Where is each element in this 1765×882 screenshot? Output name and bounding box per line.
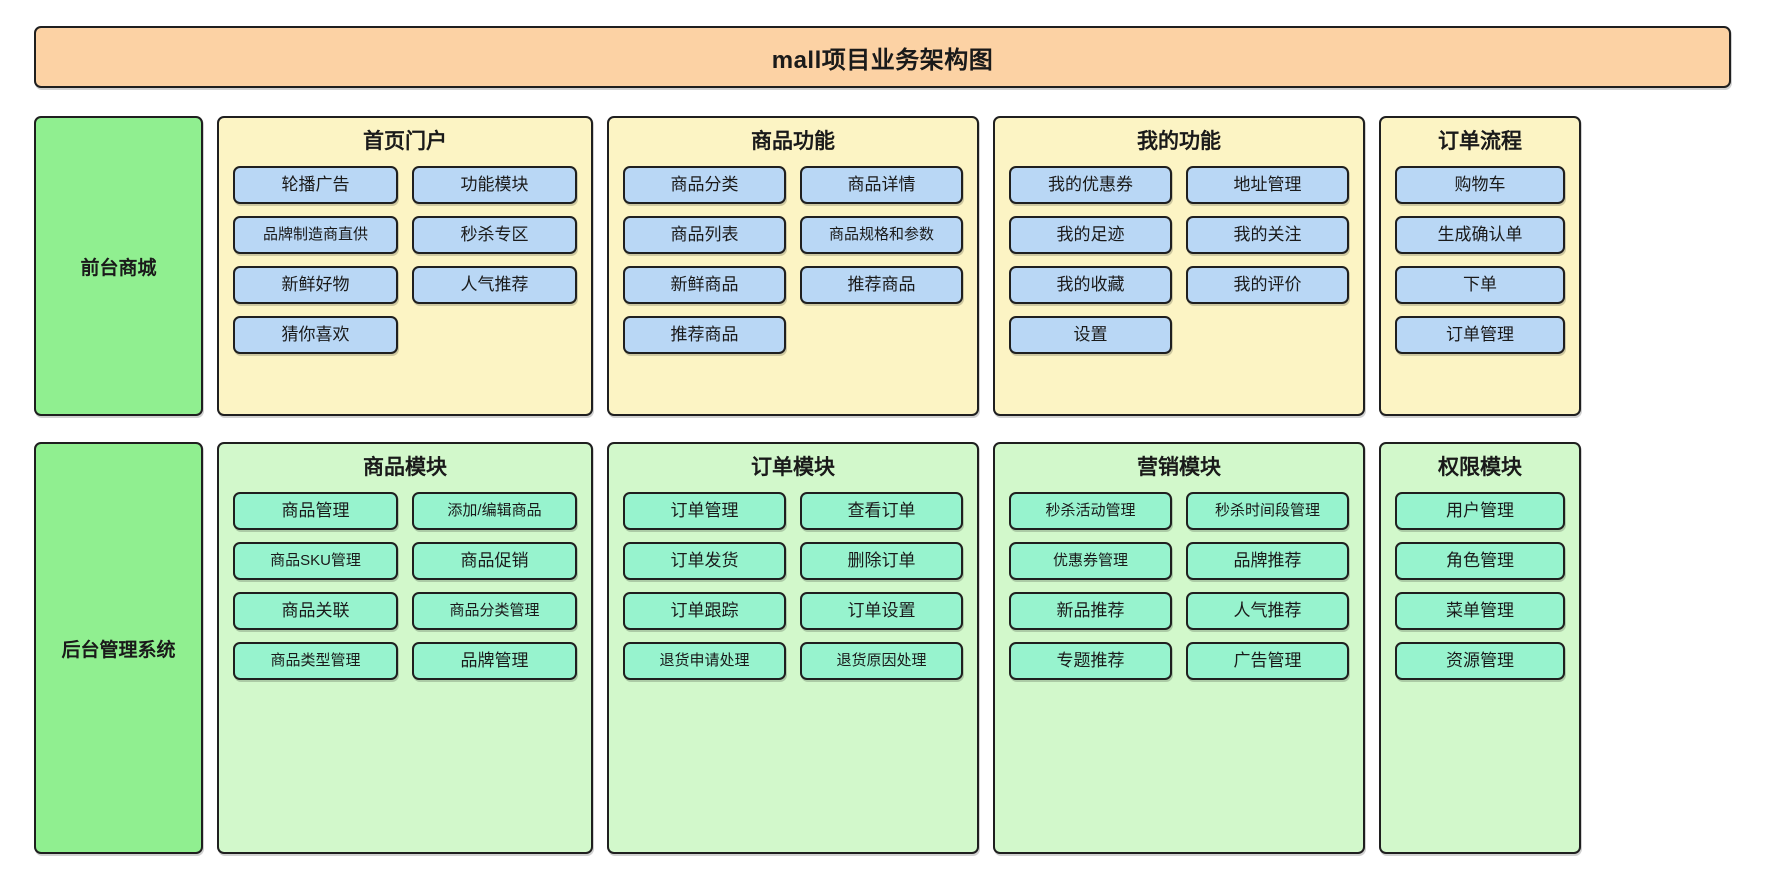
- leaf-my-reviews[interactable]: 我的评价: [1186, 266, 1349, 305]
- group-title-my-function: 我的功能: [1137, 130, 1221, 153]
- group-product-module: 商品模块 商品管理 添加/编辑商品 商品SKU管理 商品促销 商品关联 商品分类…: [217, 442, 593, 854]
- group-order-module: 订单模块 订单管理 查看订单 订单发货 删除订单 订单跟踪 订单设置 退货申请处…: [607, 442, 979, 854]
- group-home-portal: 首页门户 轮播广告 功能模块 品牌制造商直供 秒杀专区 新鲜好物 人气推荐 猜你…: [217, 116, 593, 416]
- group-title-product-function: 商品功能: [751, 130, 835, 153]
- leaf-new-product-recommend[interactable]: 新品推荐: [1009, 592, 1172, 631]
- leaf-generate-confirm-order[interactable]: 生成确认单: [1395, 216, 1565, 255]
- leaf-product-category-manage[interactable]: 商品分类管理: [412, 592, 577, 631]
- group-title-permission-module: 权限模块: [1438, 456, 1522, 479]
- leaf-settings[interactable]: 设置: [1009, 316, 1172, 355]
- group-items-permission-module: 用户管理 角色管理 菜单管理 资源管理: [1395, 492, 1565, 681]
- leaf-recommended-product[interactable]: 推荐商品: [800, 266, 963, 305]
- leaf-brand-direct-supply[interactable]: 品牌制造商直供: [233, 216, 398, 255]
- group-product-function: 商品功能 商品分类 商品详情 商品列表 商品规格和参数 新鲜商品 推荐商品 推荐…: [607, 116, 979, 416]
- leaf-recommended-product-2[interactable]: 推荐商品: [623, 316, 786, 355]
- leaf-user-manage[interactable]: 用户管理: [1395, 492, 1565, 531]
- group-permission-module: 权限模块 用户管理 角色管理 菜单管理 资源管理: [1379, 442, 1581, 854]
- leaf-brand-recommend[interactable]: 品牌推荐: [1186, 542, 1349, 581]
- leaf-product-category[interactable]: 商品分类: [623, 166, 786, 205]
- leaf-order-management[interactable]: 订单管理: [1395, 316, 1565, 355]
- leaf-my-follows[interactable]: 我的关注: [1186, 216, 1349, 255]
- diagram-title: mall项目业务架构图: [34, 26, 1731, 88]
- leaf-carousel-ad[interactable]: 轮播广告: [233, 166, 398, 205]
- group-items-order-module: 订单管理 查看订单 订单发货 删除订单 订单跟踪 订单设置 退货申请处理 退货原…: [623, 492, 963, 681]
- leaf-flash-sale-activity-manage[interactable]: 秒杀活动管理: [1009, 492, 1172, 531]
- leaf-order-shipping[interactable]: 订单发货: [623, 542, 786, 581]
- group-items-marketing-module: 秒杀活动管理 秒杀时间段管理 优惠券管理 品牌推荐 新品推荐 人气推荐 专题推荐…: [1009, 492, 1349, 681]
- tier-row-frontend: 前台商城 首页门户 轮播广告 功能模块 品牌制造商直供 秒杀专区 新鲜好物 人气…: [34, 116, 1731, 416]
- leaf-my-favorites[interactable]: 我的收藏: [1009, 266, 1172, 305]
- leaf-delete-order[interactable]: 删除订单: [800, 542, 963, 581]
- leaf-shopping-cart[interactable]: 购物车: [1395, 166, 1565, 205]
- leaf-product-sku-manage[interactable]: 商品SKU管理: [233, 542, 398, 581]
- leaf-coupon-manage[interactable]: 优惠券管理: [1009, 542, 1172, 581]
- leaf-my-footprints[interactable]: 我的足迹: [1009, 216, 1172, 255]
- leaf-product-relation[interactable]: 商品关联: [233, 592, 398, 631]
- leaf-resource-manage[interactable]: 资源管理: [1395, 642, 1565, 681]
- leaf-product-promotion[interactable]: 商品促销: [412, 542, 577, 581]
- leaf-guess-you-like[interactable]: 猜你喜欢: [233, 316, 398, 355]
- leaf-order-tracking[interactable]: 订单跟踪: [623, 592, 786, 631]
- leaf-my-coupons[interactable]: 我的优惠券: [1009, 166, 1172, 205]
- group-title-product-module: 商品模块: [363, 456, 447, 479]
- leaf-fresh-product[interactable]: 新鲜商品: [623, 266, 786, 305]
- leaf-flash-sale-zone[interactable]: 秒杀专区: [412, 216, 577, 255]
- group-items-home-portal: 轮播广告 功能模块 品牌制造商直供 秒杀专区 新鲜好物 人气推荐 猜你喜欢: [233, 166, 577, 355]
- group-items-my-function: 我的优惠券 地址管理 我的足迹 我的关注 我的收藏 我的评价 设置: [1009, 166, 1349, 355]
- group-my-function: 我的功能 我的优惠券 地址管理 我的足迹 我的关注 我的收藏 我的评价 设置: [993, 116, 1365, 416]
- group-title-order-flow: 订单流程: [1438, 130, 1522, 153]
- group-title-marketing-module: 营销模块: [1137, 456, 1221, 479]
- leaf-product-detail[interactable]: 商品详情: [800, 166, 963, 205]
- group-title-home-portal: 首页门户: [363, 130, 447, 153]
- leaf-address-management[interactable]: 地址管理: [1186, 166, 1349, 205]
- group-marketing-module: 营销模块 秒杀活动管理 秒杀时间段管理 优惠券管理 品牌推荐 新品推荐 人气推荐…: [993, 442, 1365, 854]
- leaf-brand-manage[interactable]: 品牌管理: [412, 642, 577, 681]
- leaf-fresh-goods[interactable]: 新鲜好物: [233, 266, 398, 305]
- leaf-order-settings[interactable]: 订单设置: [800, 592, 963, 631]
- leaf-product-type-manage[interactable]: 商品类型管理: [233, 642, 398, 681]
- tier-label-frontend: 前台商城: [34, 116, 203, 416]
- leaf-ad-manage[interactable]: 广告管理: [1186, 642, 1349, 681]
- leaf-return-reason-handling[interactable]: 退货原因处理: [800, 642, 963, 681]
- leaf-view-order[interactable]: 查看订单: [800, 492, 963, 531]
- leaf-place-order[interactable]: 下单: [1395, 266, 1565, 305]
- leaf-return-request-handling[interactable]: 退货申请处理: [623, 642, 786, 681]
- leaf-popular-recommend[interactable]: 人气推荐: [412, 266, 577, 305]
- leaf-menu-manage[interactable]: 菜单管理: [1395, 592, 1565, 631]
- leaf-flash-sale-period-manage[interactable]: 秒杀时间段管理: [1186, 492, 1349, 531]
- leaf-function-module[interactable]: 功能模块: [412, 166, 577, 205]
- group-items-order-flow: 购物车 生成确认单 下单 订单管理: [1395, 166, 1565, 355]
- leaf-product-list[interactable]: 商品列表: [623, 216, 786, 255]
- leaf-popular-recommend-admin[interactable]: 人气推荐: [1186, 592, 1349, 631]
- leaf-product-manage[interactable]: 商品管理: [233, 492, 398, 531]
- tier-label-backend: 后台管理系统: [34, 442, 203, 854]
- group-order-flow: 订单流程 购物车 生成确认单 下单 订单管理: [1379, 116, 1581, 416]
- leaf-topic-recommend[interactable]: 专题推荐: [1009, 642, 1172, 681]
- leaf-role-manage[interactable]: 角色管理: [1395, 542, 1565, 581]
- group-title-order-module: 订单模块: [751, 456, 835, 479]
- leaf-product-spec-params[interactable]: 商品规格和参数: [800, 216, 963, 255]
- leaf-order-manage[interactable]: 订单管理: [623, 492, 786, 531]
- tier-row-backend: 后台管理系统 商品模块 商品管理 添加/编辑商品 商品SKU管理 商品促销 商品…: [34, 442, 1731, 854]
- group-items-product-module: 商品管理 添加/编辑商品 商品SKU管理 商品促销 商品关联 商品分类管理 商品…: [233, 492, 577, 681]
- group-items-product-function: 商品分类 商品详情 商品列表 商品规格和参数 新鲜商品 推荐商品 推荐商品: [623, 166, 963, 355]
- leaf-add-edit-product[interactable]: 添加/编辑商品: [412, 492, 577, 531]
